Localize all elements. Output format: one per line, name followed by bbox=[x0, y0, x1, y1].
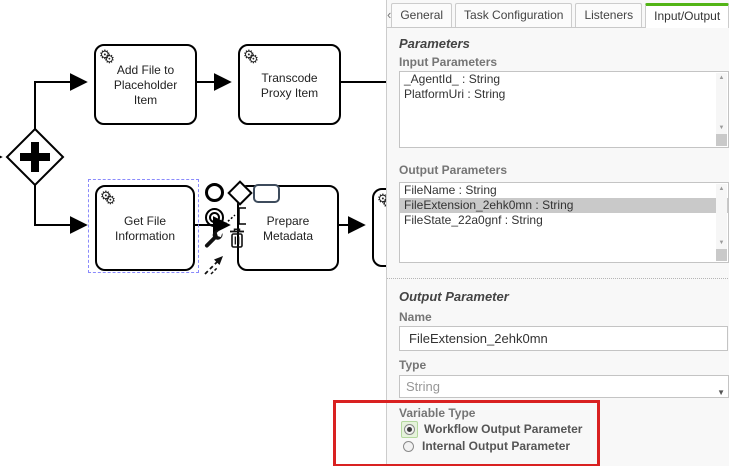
task-label: Add File to Placeholder Item bbox=[114, 61, 177, 108]
task-label: Prepare Metadata bbox=[263, 212, 313, 244]
list-item[interactable]: _AgentId_ : String bbox=[404, 72, 501, 86]
radio-label: Internal Output Parameter bbox=[422, 439, 571, 453]
task-transcode[interactable]: ⚙ ⚙ Transcode Proxy Item bbox=[238, 44, 341, 125]
connect-tool-icon[interactable] bbox=[203, 253, 227, 277]
scroll-up-icon[interactable]: ▲ bbox=[718, 75, 725, 81]
radio-highlight bbox=[401, 439, 416, 454]
list-item[interactable]: FileName : String bbox=[404, 183, 497, 197]
scroll-down-icon[interactable]: ▼ bbox=[718, 240, 725, 246]
variable-type-label: Variable Type bbox=[399, 406, 476, 420]
task-label-line: Item bbox=[133, 93, 158, 107]
task-label-line: Transcode bbox=[261, 70, 318, 85]
type-select-value: String bbox=[406, 379, 440, 394]
service-task-gear-icon: ⚙ ⚙ bbox=[243, 47, 267, 71]
radio-button-icon[interactable] bbox=[403, 440, 414, 452]
output-parameters-listbox[interactable]: FileName : String FileExtension_2ehk0mn … bbox=[399, 182, 729, 263]
parallel-gateway[interactable] bbox=[5, 127, 65, 187]
task-label-line: Add File to bbox=[116, 63, 175, 77]
output-parameters-label: Output Parameters bbox=[399, 163, 508, 177]
trash-icon[interactable] bbox=[228, 227, 246, 251]
append-intermediate-event-icon[interactable] bbox=[205, 208, 224, 227]
gear-glyph: ⚙ bbox=[248, 52, 259, 66]
scroll-corner bbox=[716, 249, 727, 261]
gear-glyph: ⚙ bbox=[377, 191, 389, 206]
input-parameters-listbox[interactable]: _AgentId_ : String PlatformUri : String … bbox=[399, 71, 729, 148]
bpmn-canvas[interactable]: ⚙ ⚙ Add File to Placeholder Item ⚙ ⚙ Tra… bbox=[0, 0, 438, 466]
task-prepare-metadata[interactable]: Prepare Metadata bbox=[237, 185, 339, 271]
flow-gateway-to-add-file[interactable] bbox=[34, 73, 88, 129]
scroll-corner bbox=[716, 134, 727, 146]
parallel-gateway-plus-icon bbox=[20, 142, 50, 172]
task-label-line: Metadata bbox=[262, 229, 314, 243]
chevron-down-icon: ▼ bbox=[717, 388, 725, 397]
tab-listeners[interactable]: Listeners bbox=[575, 3, 643, 27]
task-label-line: Information bbox=[114, 229, 176, 243]
properties-tab-bar: ‹ General Task Configuration Listeners I… bbox=[387, 0, 729, 28]
sequence-flows-layer bbox=[0, 73, 386, 234]
scroll-down-icon[interactable]: ▼ bbox=[718, 125, 725, 131]
task-label-line: Proxy Item bbox=[260, 85, 319, 100]
append-end-event-icon[interactable] bbox=[205, 183, 224, 202]
list-item[interactable]: PlatformUri : String bbox=[404, 87, 506, 101]
task-label: Transcode Proxy Item bbox=[261, 69, 318, 101]
task-get-file[interactable]: ⚙ ⚙ Get File Information bbox=[95, 185, 195, 271]
task-label-line: Placeholder bbox=[113, 78, 178, 92]
service-task-gear-icon: ⚙ ⚙ bbox=[99, 47, 123, 71]
type-label: Type bbox=[399, 358, 427, 372]
flow-gateway-to-get-file[interactable] bbox=[34, 185, 88, 234]
task-label-line: Get File bbox=[123, 214, 166, 228]
name-label: Name bbox=[399, 310, 432, 324]
intermediate-event-inner-circle bbox=[209, 212, 220, 223]
scrollbar[interactable]: ▲ ▼ bbox=[716, 73, 727, 146]
scroll-up-icon[interactable]: ▲ bbox=[718, 186, 725, 192]
task-label: Get File Information bbox=[115, 212, 175, 244]
task-add-file[interactable]: ⚙ ⚙ Add File to Placeholder Item bbox=[94, 44, 197, 125]
service-task-gear-icon: ⚙ ⚙ bbox=[100, 188, 124, 212]
tab-scroll-left-icon[interactable]: ‹ bbox=[387, 7, 392, 22]
radio-button-icon[interactable] bbox=[404, 423, 415, 435]
task-label-line: Prepare bbox=[266, 214, 310, 228]
tab-general[interactable]: General bbox=[391, 3, 453, 27]
properties-panel: ‹ General Task Configuration Listeners I… bbox=[386, 0, 729, 466]
type-select[interactable]: String ▼ bbox=[399, 375, 729, 398]
gear-glyph: ⚙ bbox=[104, 52, 115, 66]
selection-outline bbox=[88, 179, 199, 273]
radio-label: Workflow Output Parameter bbox=[424, 422, 583, 436]
output-parameter-heading: Output Parameter bbox=[399, 289, 509, 304]
section-divider bbox=[387, 278, 729, 279]
radio-highlight bbox=[401, 420, 418, 438]
radio-internal-output-parameter[interactable]: Internal Output Parameter bbox=[401, 438, 570, 454]
input-parameters-label: Input Parameters bbox=[399, 55, 498, 69]
gear-glyph: ⚙ bbox=[100, 188, 112, 203]
scrollbar[interactable]: ▲ ▼ bbox=[716, 184, 727, 261]
list-item-selected[interactable]: FileExtension_2ehk0mn : String bbox=[400, 198, 728, 213]
gear-glyph: ⚙ bbox=[105, 193, 116, 207]
gear-glyph: ⚙ bbox=[243, 47, 255, 62]
gear-glyph: ⚙ bbox=[99, 47, 111, 62]
wrench-icon[interactable] bbox=[203, 230, 225, 252]
tab-input-output[interactable]: Input/Output bbox=[645, 3, 729, 28]
tab-task-configuration[interactable]: Task Configuration bbox=[455, 3, 573, 27]
append-task-icon[interactable] bbox=[253, 184, 280, 203]
radio-workflow-output-parameter[interactable]: Workflow Output Parameter bbox=[401, 420, 583, 438]
parameters-heading: Parameters bbox=[399, 36, 470, 51]
list-item[interactable]: FileState_22a0gnf : String bbox=[404, 213, 543, 227]
parameter-name-input[interactable] bbox=[399, 326, 728, 351]
append-text-annotation-icon[interactable] bbox=[224, 205, 250, 229]
